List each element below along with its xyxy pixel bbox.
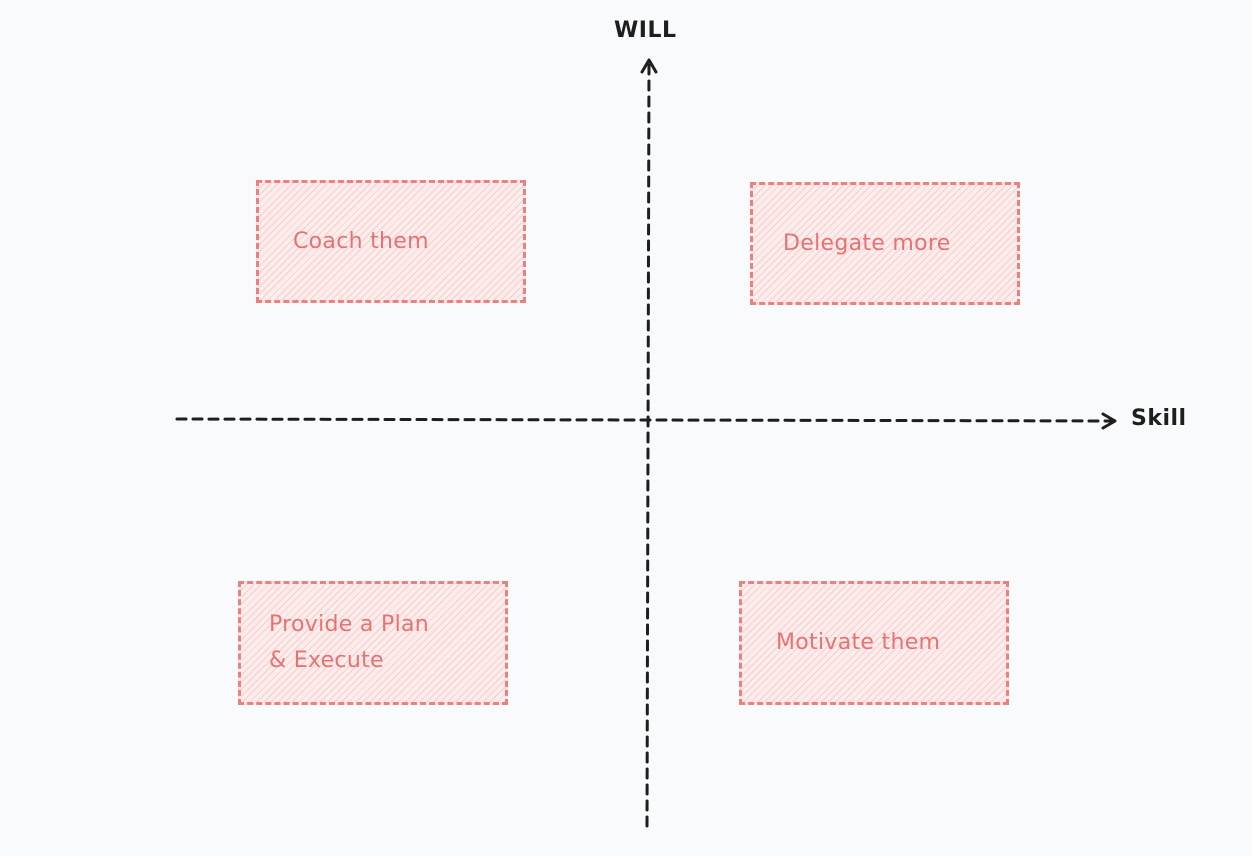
horizontal-axis-label: Skill: [1131, 406, 1187, 431]
quadrant-top-left-label: Coach them: [293, 228, 429, 254]
quadrant-bottom-right: Motivate them: [739, 581, 1009, 705]
horizontal-axis-arrowhead: [1101, 412, 1117, 430]
vertical-axis: [645, 60, 651, 828]
vertical-axis-arrowhead: [640, 58, 658, 74]
quadrant-top-left: Coach them: [256, 180, 526, 303]
quadrant-top-right-label: Delegate more: [783, 230, 951, 256]
quadrant-bottom-left: Provide a Plan & Execute: [238, 581, 508, 705]
quadrant-bottom-left-label: Provide a Plan & Execute: [269, 612, 430, 673]
vertical-axis-label: WILL: [614, 18, 677, 43]
quadrant-bottom-right-label: Motivate them: [776, 630, 941, 655]
horizontal-axis: [175, 417, 1115, 423]
quadrant-top-right: Delegate more: [750, 182, 1020, 305]
